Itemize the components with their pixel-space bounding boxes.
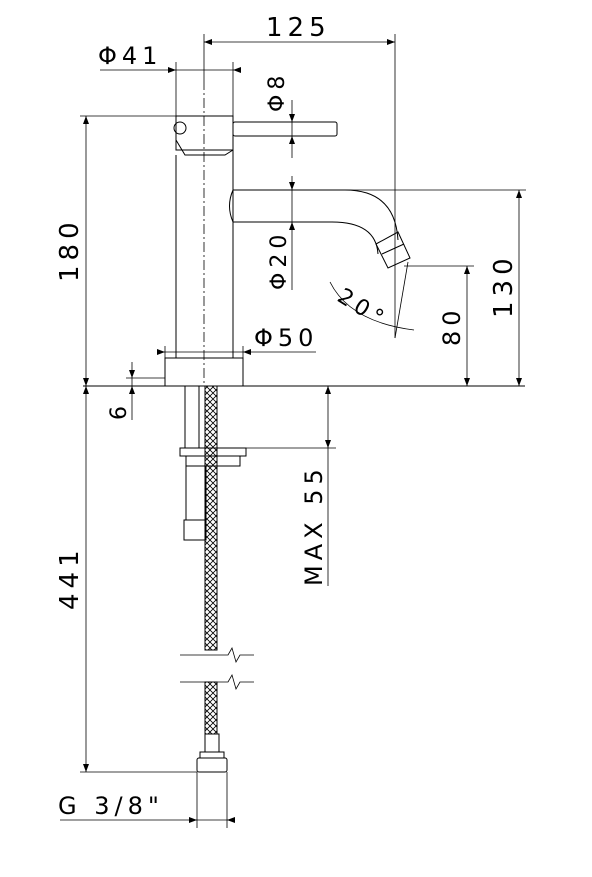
spout: [229, 189, 411, 269]
dim-125-label: 125: [266, 13, 331, 43]
dim-80-label: 80: [438, 305, 466, 346]
connection-thread-label: G 3/8": [58, 792, 164, 820]
dim-diameter-8-label: Φ8: [265, 71, 290, 112]
dimension-lines: [60, 34, 526, 828]
dim-diameter-41-label: Φ41: [98, 42, 162, 70]
handle-lever: [173, 121, 338, 137]
dim-6-label: 6: [107, 401, 132, 420]
dim-20-degree-label: 20°: [333, 284, 392, 334]
dim-diameter-20-label: Φ20: [267, 230, 292, 290]
flexible-hose: [180, 385, 254, 735]
dim-diameter-50-label: Φ50: [254, 324, 318, 352]
dim-441-label: 441: [55, 545, 85, 610]
faucet-body: [164, 80, 244, 387]
hose-connector: [196, 733, 228, 773]
dim-180-label: 180: [55, 217, 85, 282]
dim-130-label: 130: [489, 253, 519, 318]
dim-max-55-label: MAX 55: [300, 464, 328, 586]
